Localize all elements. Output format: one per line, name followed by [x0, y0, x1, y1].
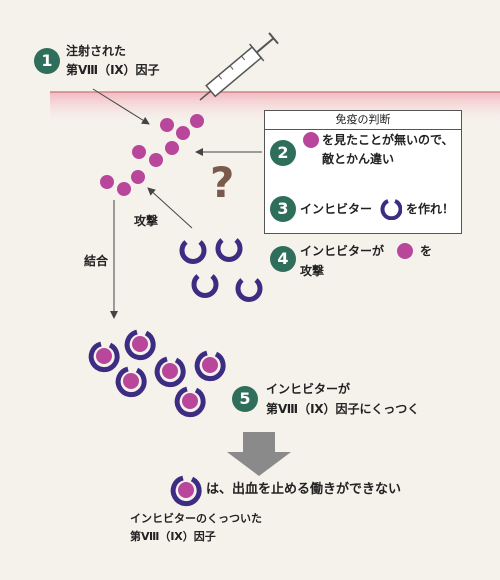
step-4-line2: 攻撃: [300, 264, 325, 278]
result-caption-line1: インヒビターのくっついた: [130, 512, 262, 525]
big-down-arrow: [227, 432, 291, 476]
step-4-badge: 4: [270, 246, 296, 272]
label-attack: 攻撃: [134, 214, 159, 228]
step-1-line2: 第Ⅷ（Ⅸ）因子: [66, 63, 160, 77]
step-2-badge: 2: [270, 140, 296, 166]
step-3-badge: 3: [270, 196, 296, 222]
judgment-box: 免疫の判断: [264, 110, 462, 234]
step-3-post: を作れ！: [406, 202, 455, 216]
factor-icon: [303, 132, 319, 148]
step-1-badge: 1: [34, 48, 60, 74]
step-4-pre: インヒビターが: [300, 244, 385, 258]
step-5-badge: 5: [232, 386, 258, 412]
label-bind: 結合: [84, 254, 109, 268]
step-2-line1: を見たことが無いので、: [322, 133, 454, 147]
result-text: は、出血を止める働きができない: [206, 482, 402, 497]
inhibitor-icon: [380, 199, 402, 220]
factor-icon: [397, 243, 413, 259]
judgment-box-title: 免疫の判断: [265, 111, 461, 130]
step-5-line1: インヒビターが: [266, 382, 351, 396]
arrow-attack: [147, 187, 193, 229]
step-3-pre: インヒビター: [300, 202, 373, 216]
arrow-injection: [92, 88, 150, 125]
injected-factors: [100, 114, 204, 196]
result-caption-line2: 第Ⅷ（Ⅸ）因子: [130, 530, 216, 543]
syringe-icon: [199, 32, 279, 101]
step-1-line1: 注射された: [66, 44, 127, 58]
step-2-line2: 敵とかん違い: [322, 152, 395, 166]
free-inhibitors: [179, 238, 263, 302]
step-5-line2: 第Ⅷ（Ⅸ）因子にくっつく: [266, 402, 420, 416]
result-complex-icon: [170, 475, 202, 507]
step-4-post: を: [420, 244, 433, 258]
question-mark: ?: [210, 158, 235, 207]
bound-complexes: [88, 329, 226, 418]
